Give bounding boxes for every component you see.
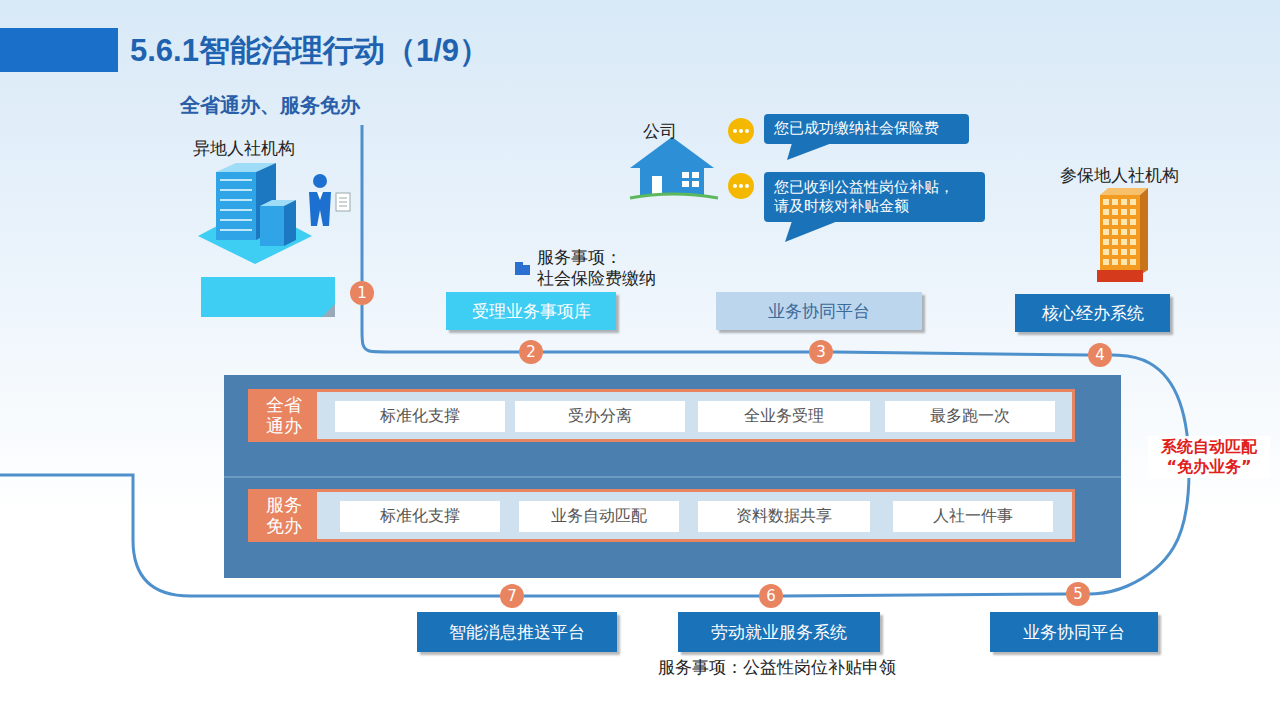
folder-icon bbox=[515, 262, 530, 275]
feature-box: 标准化支撑 bbox=[335, 401, 505, 432]
group-row: 全省通办 标准化支撑 受办分离 全业务受理 最多跑一次 bbox=[248, 389, 1075, 442]
feature-box-text: 全业务受理 bbox=[744, 406, 824, 427]
process-box: 受理业务事项库 bbox=[446, 292, 616, 330]
process-box-text: 智能消息推送平台 bbox=[449, 621, 585, 644]
speech-bubble-text: 您已成功缴纳社会保险费 bbox=[774, 119, 939, 139]
process-box-text: 受理业务事项库 bbox=[472, 300, 591, 323]
feature-box-text: 标准化支撑 bbox=[380, 506, 460, 527]
bubble-tail bbox=[785, 221, 838, 242]
callout-number: 5 bbox=[1066, 582, 1090, 606]
callout-number: 1 bbox=[350, 281, 374, 305]
callout-number-text: 4 bbox=[1095, 346, 1105, 364]
person-icon bbox=[309, 174, 350, 226]
place-label: 公司 bbox=[643, 120, 677, 143]
feature-box-text: 资料数据共享 bbox=[736, 506, 832, 527]
callout-number-text: 1 bbox=[357, 284, 367, 302]
flow-line bbox=[524, 595, 759, 598]
speech-bubble: 您已收到公益性岗位补贴，请及时核对补贴金额 bbox=[764, 172, 985, 222]
place-label: 异地人社机构 bbox=[193, 137, 295, 160]
building-icon bbox=[198, 163, 312, 264]
process-box: 劳动就业服务系统 bbox=[678, 612, 880, 652]
bubble-tail bbox=[787, 143, 832, 160]
service-note: 服务事项：公益性岗位补贴申领 bbox=[658, 656, 896, 679]
process-box: 业务协同平台 bbox=[716, 292, 922, 330]
process-box-text: 核心经办系统 bbox=[1042, 302, 1144, 325]
feature-box: 人社一件事 bbox=[893, 501, 1053, 532]
flow-line bbox=[543, 351, 809, 354]
row-header: 全省通办 bbox=[251, 392, 317, 439]
callout-number-text: 5 bbox=[1073, 585, 1083, 603]
row-title: 全省通办 bbox=[266, 395, 303, 436]
feature-box: 标准化支撑 bbox=[340, 501, 500, 532]
process-box-text: 业务协同平台 bbox=[768, 300, 870, 323]
callout-number-text: 2 bbox=[526, 343, 536, 361]
feature-box-text: 业务自动匹配 bbox=[551, 506, 647, 527]
group-row: 服务免办 标准化支撑 业务自动匹配 资料数据共享 人社一件事 bbox=[248, 489, 1075, 542]
process-box-text: 劳动就业服务系统 bbox=[711, 621, 847, 644]
process-box: 智能消息推送平台 bbox=[417, 612, 617, 652]
feature-box-text: 最多跑一次 bbox=[930, 406, 1010, 427]
feature-box: 资料数据共享 bbox=[698, 501, 870, 532]
flow-line bbox=[833, 352, 1088, 355]
row-header: 服务免办 bbox=[251, 492, 317, 539]
callout-number-text: 7 bbox=[507, 587, 517, 605]
service-note: 服务事项： 社会保险费缴纳 bbox=[537, 247, 687, 290]
subtitle: 全省通办、服务免办 bbox=[180, 92, 360, 119]
chat-icon bbox=[728, 118, 754, 199]
feature-box-text: 受办分离 bbox=[568, 406, 632, 427]
row-title: 服务免办 bbox=[266, 495, 303, 536]
callout-number: 6 bbox=[759, 584, 783, 608]
feature-box: 最多跑一次 bbox=[885, 401, 1055, 432]
feature-box-text: 人社一件事 bbox=[933, 506, 1013, 527]
flow-tail bbox=[361, 125, 364, 281]
feature-box: 受办分离 bbox=[515, 401, 685, 432]
callout-number-text: 6 bbox=[766, 587, 776, 605]
building-icon bbox=[1097, 188, 1148, 282]
flow-line bbox=[783, 594, 1066, 596]
callout-number: 4 bbox=[1088, 343, 1112, 367]
title: 5.6.1智能治理行动（1/9） bbox=[130, 30, 490, 72]
feature-box-text: 标准化支撑 bbox=[380, 406, 460, 427]
process-box-text: 业务协同平台 bbox=[1023, 621, 1125, 644]
speech-bubble: 您已成功缴纳社会保险费 bbox=[764, 114, 969, 144]
callout-number: 7 bbox=[500, 584, 524, 608]
box-shadow bbox=[322, 304, 335, 317]
callout-number: 2 bbox=[519, 340, 543, 364]
title-bar bbox=[0, 28, 118, 72]
empty-box bbox=[201, 277, 335, 317]
panel-divider bbox=[224, 476, 1121, 478]
callout-number: 3 bbox=[809, 340, 833, 364]
process-box: 业务协同平台 bbox=[990, 612, 1158, 652]
process-box: 核心经办系统 bbox=[1015, 294, 1170, 332]
match-note: 系统自动匹配 “免办业务” bbox=[1148, 436, 1270, 478]
speech-bubble-text: 您已收到公益性岗位补贴，请及时核对补贴金额 bbox=[774, 178, 958, 217]
house-icon bbox=[630, 137, 718, 198]
place-label: 参保地人社机构 bbox=[1060, 164, 1179, 187]
feature-box: 全业务受理 bbox=[698, 401, 870, 432]
panel bbox=[224, 375, 1121, 578]
callout-number-text: 3 bbox=[816, 343, 826, 361]
feature-box: 业务自动匹配 bbox=[519, 501, 679, 532]
